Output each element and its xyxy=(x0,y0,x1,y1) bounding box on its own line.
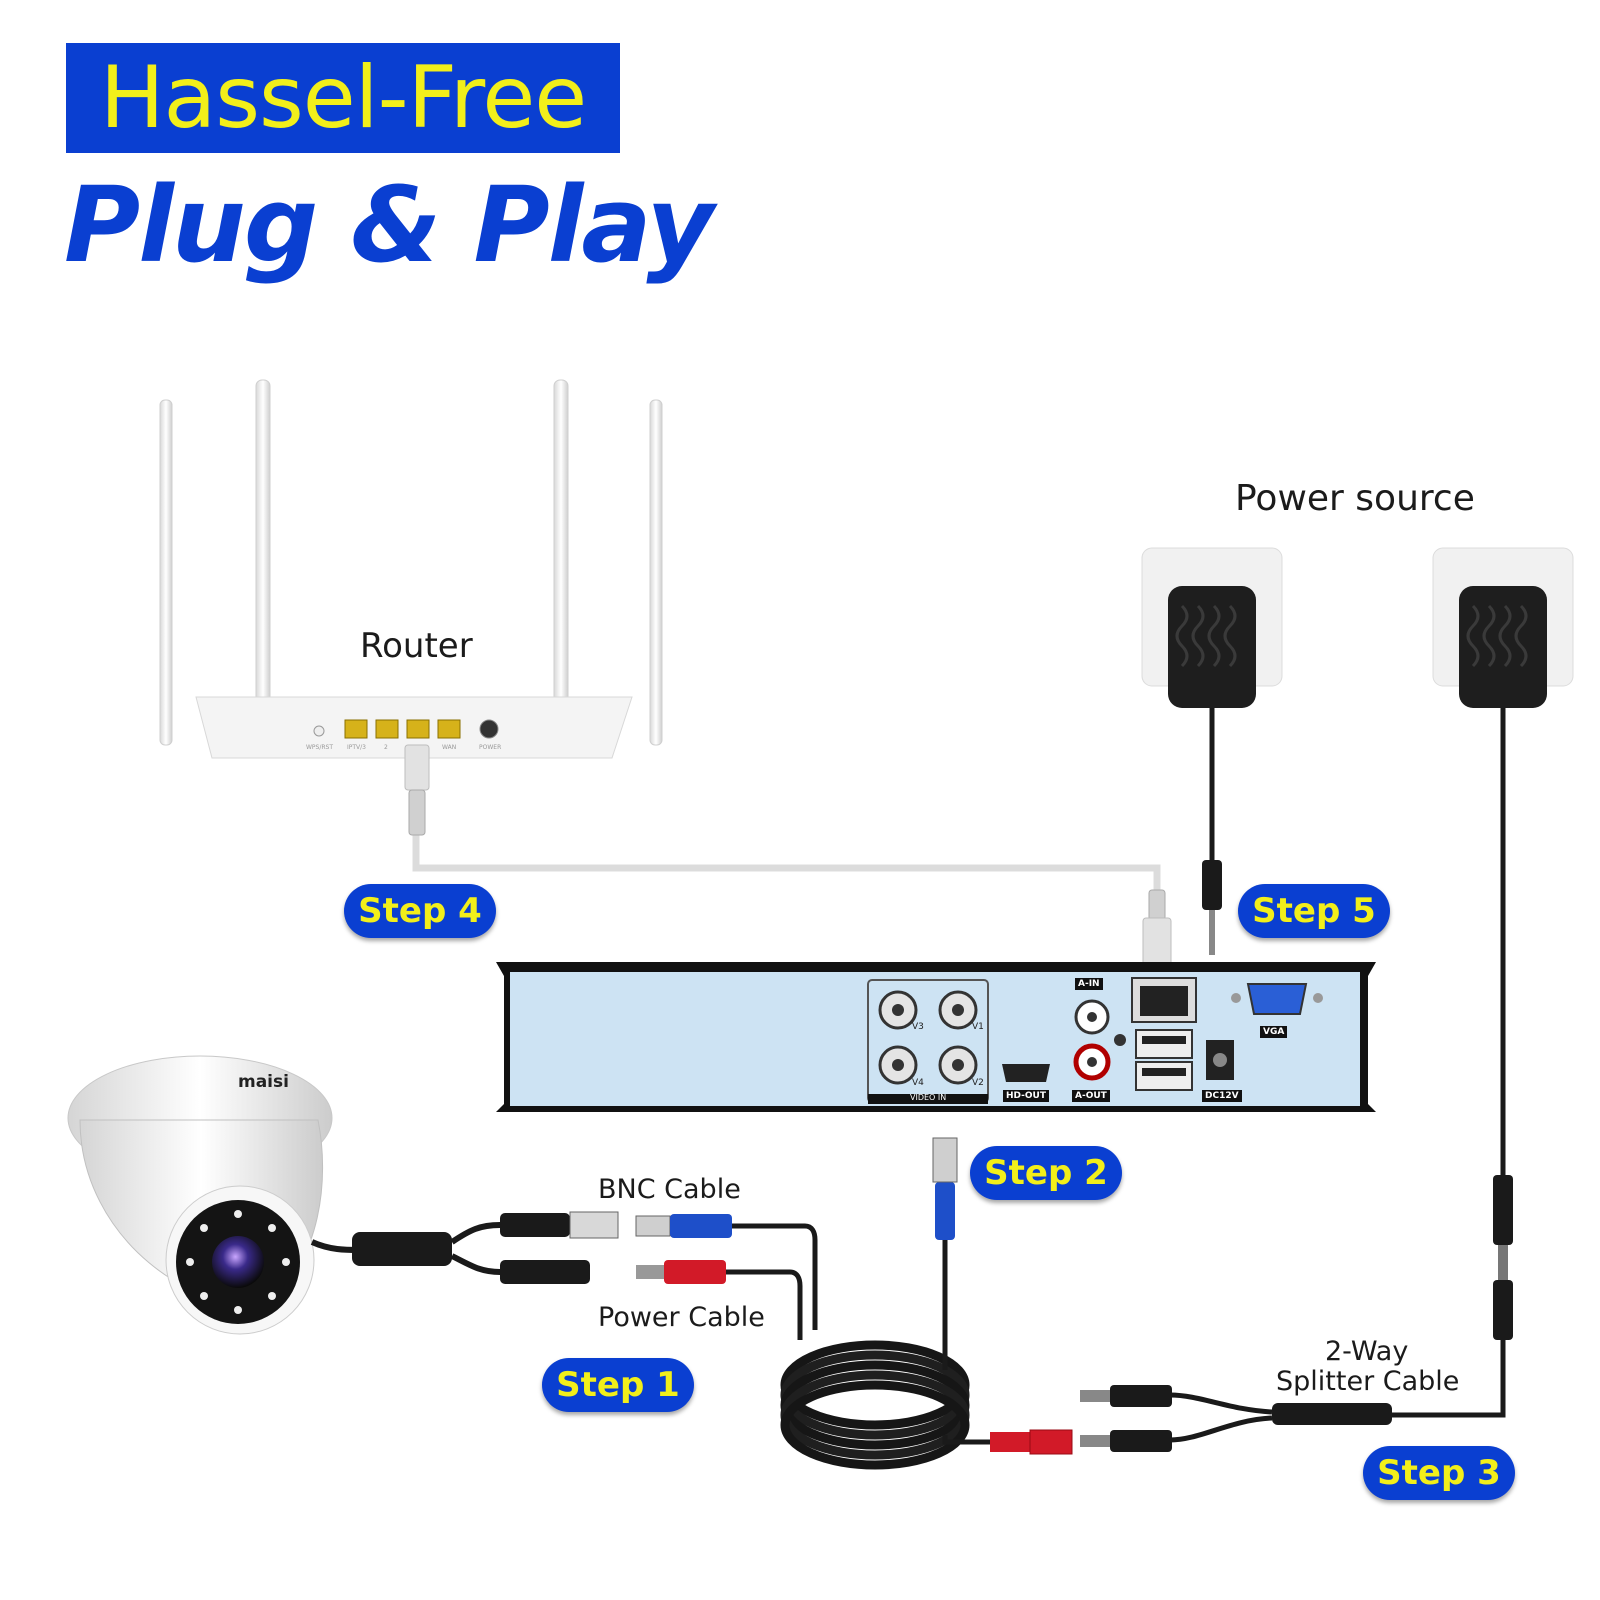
ethernet-boot-router xyxy=(408,789,426,836)
splitter-branch-top xyxy=(1169,1392,1273,1415)
power-source-label: Power source xyxy=(1235,478,1475,519)
bnc-cable-label: BNC Cable xyxy=(598,1174,741,1205)
wall-socket-left xyxy=(1141,547,1283,708)
camera-brand-logo: maisi xyxy=(238,1072,289,1092)
port-label-dc12v: DC12V xyxy=(1202,1090,1242,1102)
camera-bnc-tip xyxy=(569,1211,619,1239)
port-label-v4: V4 xyxy=(912,1078,924,1088)
bnc-port xyxy=(938,1045,978,1085)
router-antenna xyxy=(159,399,173,746)
port-label-a-in: A-IN xyxy=(1075,978,1103,990)
splitter-hub xyxy=(1272,1403,1392,1425)
step-4-badge: Step 4 xyxy=(344,884,496,938)
router-label-power: POWER xyxy=(479,744,502,751)
router-lan-port xyxy=(344,719,368,739)
vga-port xyxy=(1246,983,1308,1015)
router-label-2: 2 xyxy=(384,744,388,751)
power-sleeve-red-splitter xyxy=(990,1432,1030,1452)
dc-plug-splitter xyxy=(1493,1175,1513,1245)
power-cable-run xyxy=(726,1269,803,1340)
port-label-a-out: A-OUT xyxy=(1072,1090,1110,1102)
port-label-video-in: VIDEO IN xyxy=(910,1093,947,1102)
headline-text: Hassel-Free xyxy=(99,48,587,148)
port-label-v3: V3 xyxy=(912,1022,924,1032)
power-plug-camera-end xyxy=(636,1265,664,1279)
dome-camera xyxy=(67,1055,333,1335)
router-power-jack xyxy=(479,719,499,739)
router-label-iptv: IPTV/3 xyxy=(347,744,366,751)
dc-plug-tip xyxy=(1498,1245,1508,1280)
ethernet-cable xyxy=(412,835,1161,895)
step-3-badge: Step 3 xyxy=(1363,1446,1515,1500)
ethernet-plug-router xyxy=(404,744,430,791)
wall-socket-right xyxy=(1432,547,1574,708)
splitter-plug-top xyxy=(1110,1385,1172,1407)
splitter-label-line2: Splitter Cable xyxy=(1276,1366,1460,1397)
ethernet-boot-dvr xyxy=(1148,889,1166,921)
bnc-cable-run xyxy=(732,1223,818,1330)
splitter-plug-bottom xyxy=(1110,1430,1172,1452)
camera-lens xyxy=(212,1236,264,1288)
splitter-input-cable xyxy=(1390,1340,1506,1418)
splitter-plug-tip xyxy=(1080,1435,1110,1447)
router-device xyxy=(159,379,663,759)
splitter-branch-bottom xyxy=(1169,1415,1273,1443)
bnc-port xyxy=(938,990,978,1030)
camera-dc-jack xyxy=(500,1260,590,1284)
dc-plug-dvr xyxy=(1202,860,1222,910)
bnc-port xyxy=(878,990,918,1030)
dvr-back-panel xyxy=(510,972,1360,1106)
subhead-text: Plug & Play xyxy=(64,164,714,286)
bnc-sleeve-blue-dvr xyxy=(935,1182,955,1240)
step-5-badge: Step 5 xyxy=(1238,884,1390,938)
splitter-label-line1: 2-Way xyxy=(1325,1336,1409,1367)
dc-plug-tip xyxy=(1209,910,1215,955)
router-lan-port xyxy=(406,719,430,739)
port-label-v2: V2 xyxy=(972,1078,984,1088)
router-label: Router xyxy=(360,626,473,666)
dvr-device xyxy=(496,962,1376,1112)
router-reset-button xyxy=(313,725,325,737)
router-label-wps: WPS/RST xyxy=(306,744,334,751)
power-cable-label: Power Cable xyxy=(598,1302,765,1333)
router-antenna xyxy=(553,379,569,746)
power-sleeve-red xyxy=(664,1260,726,1284)
router-antenna xyxy=(255,379,271,746)
headline-banner: Hassel-Free xyxy=(66,43,620,153)
cable-coil xyxy=(780,1340,970,1470)
port-label-v1: V1 xyxy=(972,1022,984,1032)
bnc-sleeve-blue xyxy=(670,1214,732,1238)
router-lan-port xyxy=(375,719,399,739)
splitter-plug-tip xyxy=(1080,1390,1110,1402)
router-label-wan: WAN xyxy=(442,744,457,751)
dc-jack-splitter xyxy=(1493,1280,1513,1340)
port-label-hd-out: HD-OUT xyxy=(1003,1090,1050,1102)
bnc-plug-camera-end xyxy=(635,1215,671,1237)
router-antenna xyxy=(649,399,663,746)
router-wan-port xyxy=(437,719,461,739)
hdmi-port xyxy=(1002,1064,1050,1082)
camera-bnc-connector xyxy=(500,1213,570,1237)
port-label-vga: VGA xyxy=(1260,1026,1288,1038)
step-1-badge: Step 1 xyxy=(542,1358,694,1412)
bnc-port xyxy=(878,1045,918,1085)
step-2-badge: Step 2 xyxy=(970,1146,1122,1200)
bnc-plug-dvr-end xyxy=(932,1137,958,1183)
camera-pigtail-splitter xyxy=(352,1232,452,1266)
power-cable-to-splitter xyxy=(942,1435,990,1445)
